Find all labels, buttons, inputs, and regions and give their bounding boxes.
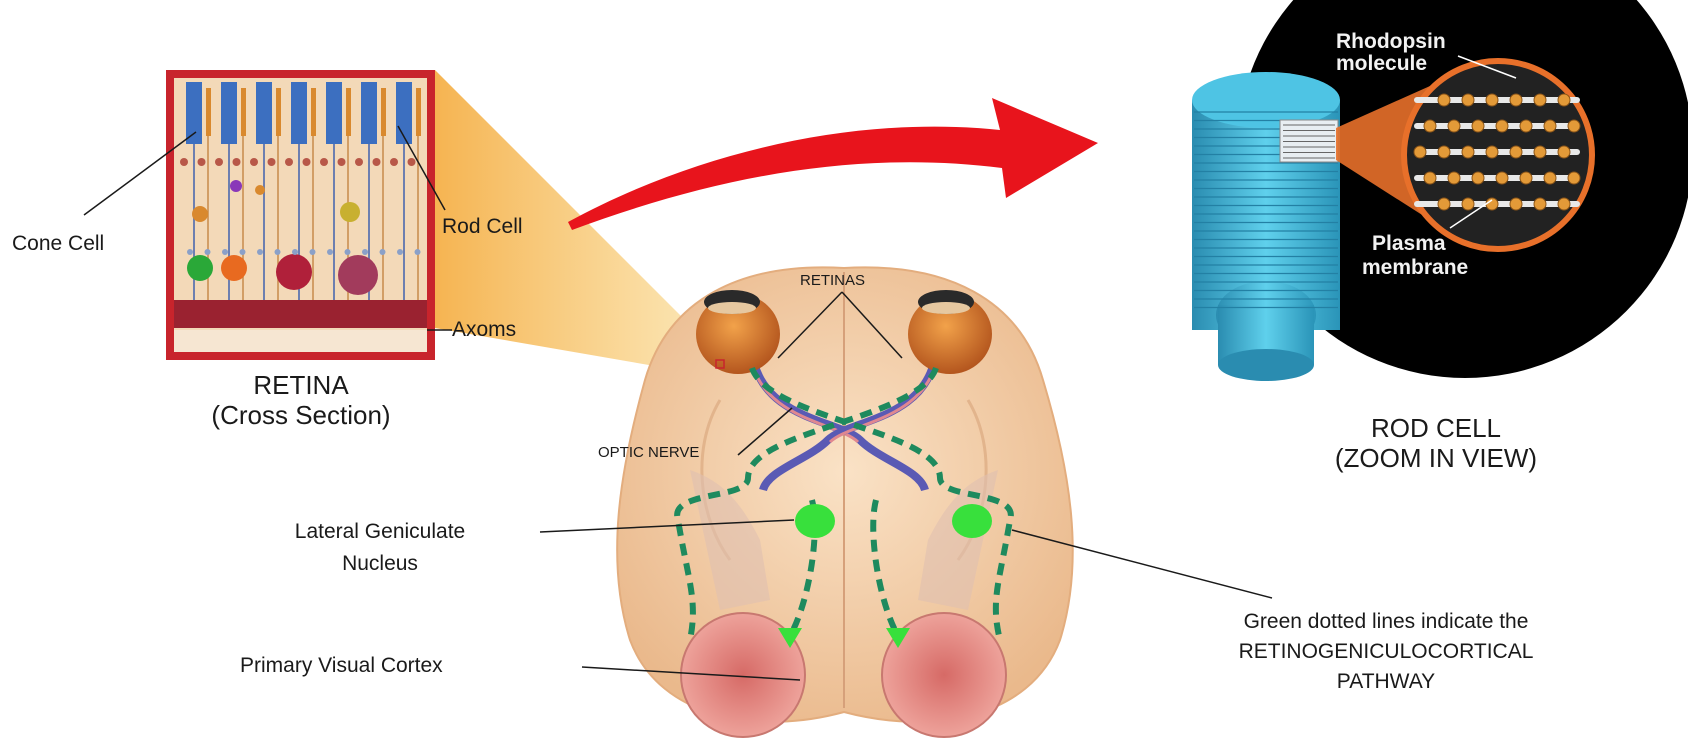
- pathway-note-line3: PATHWAY: [1166, 670, 1606, 694]
- axoms-label: Axoms: [452, 318, 516, 342]
- retina-subtitle: (Cross Section): [166, 400, 436, 431]
- pathway-note-line1: Green dotted lines indicate the: [1166, 610, 1606, 634]
- retina-title: RETINA: [196, 370, 406, 401]
- lgn-label-line2: Nucleus: [222, 552, 538, 576]
- lgn-label-line1: Lateral Geniculate: [222, 520, 538, 544]
- plasma-label-line1: Plasma: [1372, 232, 1446, 256]
- cone-cell-label: Cone Cell: [12, 232, 104, 256]
- retinas-label: RETINAS: [800, 272, 865, 289]
- pathway-note-line2: RETINOGENICULOCORTICAL: [1166, 640, 1606, 664]
- rod-cell-label: Rod Cell: [442, 215, 523, 239]
- rod-cell-zoom-subtitle: (ZOOM IN VIEW): [1276, 443, 1596, 474]
- rhodopsin-label-line2: molecule: [1336, 52, 1427, 76]
- rhodopsin-label-line1: Rhodopsin: [1336, 30, 1446, 54]
- optic-nerve-label: OPTIC NERVE: [598, 444, 699, 461]
- primary-visual-cortex-label: Primary Visual Cortex: [240, 654, 443, 678]
- rod-cell-zoom-title: ROD CELL: [1296, 413, 1576, 444]
- plasma-label-line2: membrane: [1362, 256, 1468, 280]
